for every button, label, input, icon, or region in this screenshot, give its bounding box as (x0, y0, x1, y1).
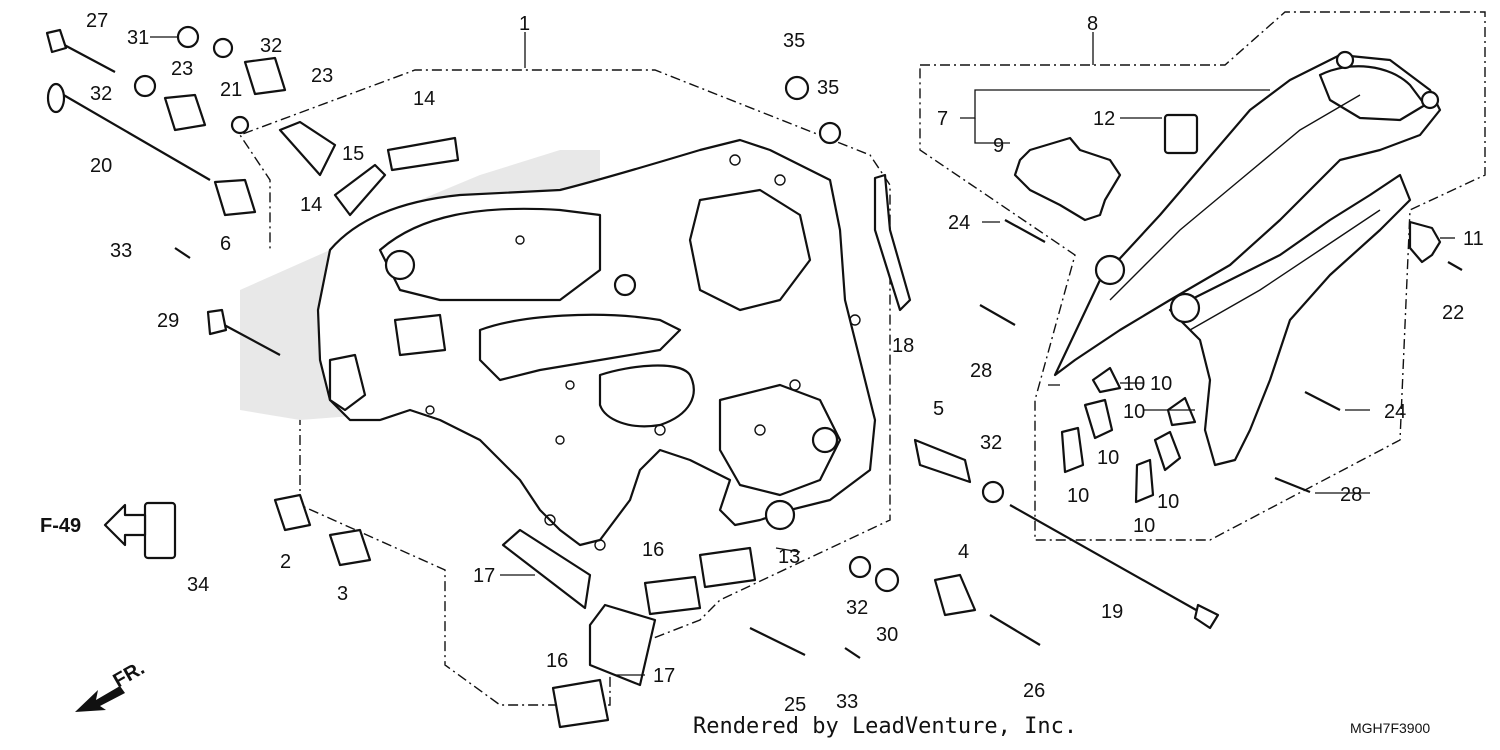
callout-labels: 1 2 3 4 5 6 7 8 9 10 10 10 10 10 10 10 1… (40, 10, 1484, 739)
small-parts (45, 25, 1463, 729)
callout-16a: 16 (642, 539, 664, 561)
callout-10a: 10 (1123, 373, 1145, 395)
callout-23b: 23 (311, 65, 333, 87)
callout-32c: 32 (980, 432, 1002, 454)
callout-12: 12 (1093, 108, 1115, 130)
callout-24b: 24 (1384, 401, 1406, 423)
callout-6: 6 (220, 233, 231, 255)
callout-10d: 10 (1067, 485, 1089, 507)
callout-25: 25 (784, 694, 806, 716)
callout-2: 2 (280, 551, 291, 573)
main-frame-drawing (238, 69, 891, 706)
callout-23a: 23 (171, 58, 193, 80)
callout-11: 11 (1463, 228, 1484, 250)
callout-22: 22 (1442, 302, 1464, 324)
callout-5: 5 (933, 398, 944, 420)
callout-7: 7 (937, 108, 948, 130)
callout-32b: 32 (90, 83, 112, 105)
callout-1: 1 (519, 13, 530, 35)
front-label: FR. (110, 657, 149, 692)
callout-33b: 33 (836, 691, 858, 713)
callout-10b: 10 (1123, 401, 1145, 423)
callout-9: 9 (993, 135, 1004, 157)
callout-19: 19 (1101, 601, 1123, 623)
callout-26: 26 (1023, 680, 1045, 702)
callout-32a: 32 (260, 35, 282, 57)
callout-16b: 16 (546, 650, 568, 672)
callout-35a: 35 (783, 30, 805, 52)
diagram-code: MGH7F3900 (1350, 720, 1430, 736)
subframe-drawing (919, 11, 1486, 541)
callout-29: 29 (157, 310, 179, 332)
callout-33a: 33 (110, 240, 132, 262)
callout-15: 15 (342, 143, 364, 165)
callout-14a: 14 (413, 88, 435, 110)
callout-34: 34 (187, 574, 209, 596)
callout-10f: 10 (1133, 515, 1155, 537)
reference-label: F-49 (40, 515, 81, 537)
callout-28a: 28 (970, 360, 992, 382)
callout-13: 13 (778, 546, 800, 568)
callout-10c: 10 (1097, 447, 1119, 469)
callout-28b: 28 (1340, 484, 1362, 506)
callout-30: 30 (876, 624, 898, 646)
callout-20: 20 (90, 155, 112, 177)
reference-arrow-icon (103, 503, 147, 547)
callout-24a: 24 (948, 212, 970, 234)
callout-18: 18 (892, 335, 914, 357)
callout-21: 21 (220, 79, 242, 101)
callout-17b: 17 (653, 665, 675, 687)
callout-17a: 17 (473, 565, 495, 587)
callout-27: 27 (86, 10, 108, 32)
callout-14b: 14 (300, 194, 322, 216)
callout-35b: 35 (817, 77, 839, 99)
footer-text: Rendered by LeadVenture, Inc. (693, 714, 1077, 739)
callout-10e: 10 (1157, 491, 1179, 513)
callout-31: 31 (127, 27, 149, 49)
callout-8: 8 (1087, 13, 1098, 35)
callout-3: 3 (337, 583, 348, 605)
front-arrow-icon (75, 686, 125, 712)
callout-4: 4 (958, 541, 969, 563)
callout-32d: 32 (846, 597, 868, 619)
callout-10g: 10 (1150, 373, 1172, 395)
